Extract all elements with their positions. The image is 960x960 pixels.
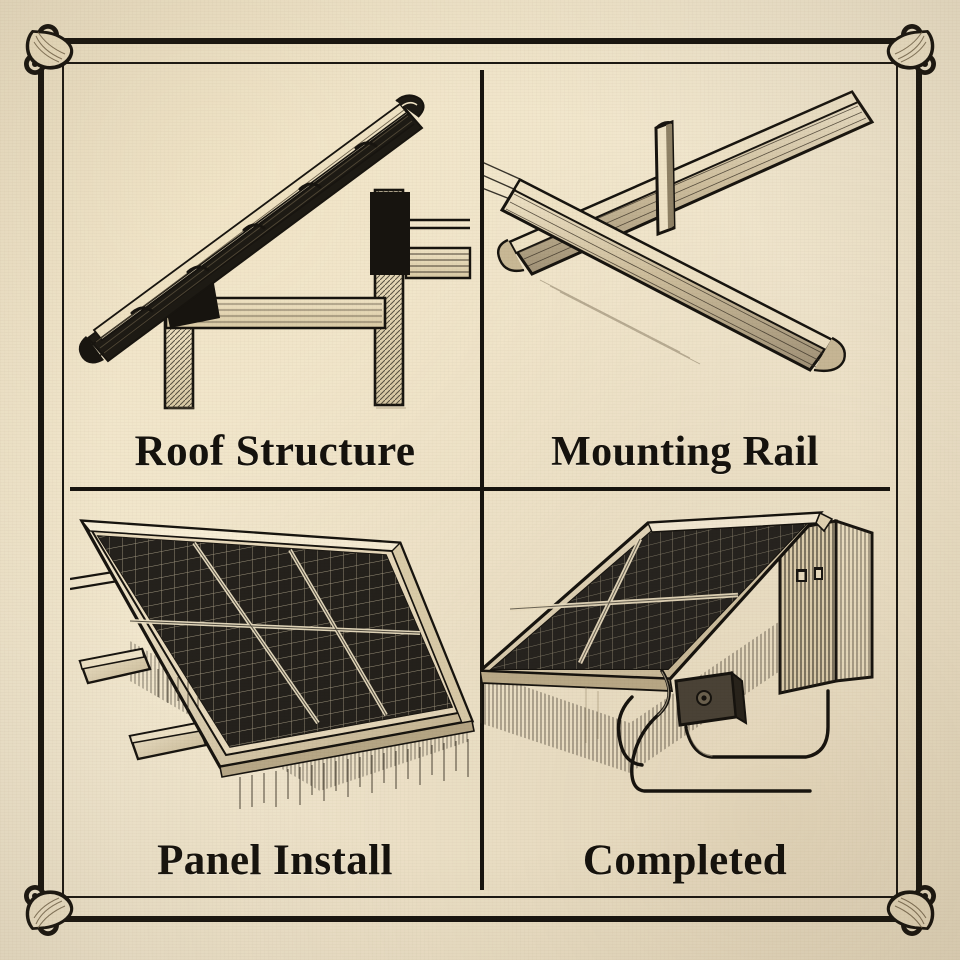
horizontal-divider-rule <box>70 487 890 491</box>
panel-install-illustration <box>70 491 480 811</box>
quadrant-grid: Roof Structure <box>70 70 890 890</box>
quadrant-completed: Completed <box>480 491 890 890</box>
roof-structure-illustration <box>70 70 480 410</box>
quadrant-panel-install: Panel Install <box>70 491 480 890</box>
caption-mounting-rail: Mounting Rail <box>551 429 819 475</box>
caption-panel-install: Panel Install <box>157 837 393 884</box>
frame-outer-rule <box>38 38 922 922</box>
caption-completed: Completed <box>582 837 788 884</box>
mounting-rail-illustration <box>480 70 890 410</box>
completed-illustration <box>480 491 890 811</box>
frame-inner-rule <box>62 62 898 898</box>
quadrant-roof-structure: Roof Structure <box>70 70 480 487</box>
quadrant-mounting-rail: Mounting Rail <box>480 70 890 487</box>
caption-roof-structure: Roof Structure <box>134 428 416 475</box>
vertical-divider-rule <box>480 70 484 890</box>
